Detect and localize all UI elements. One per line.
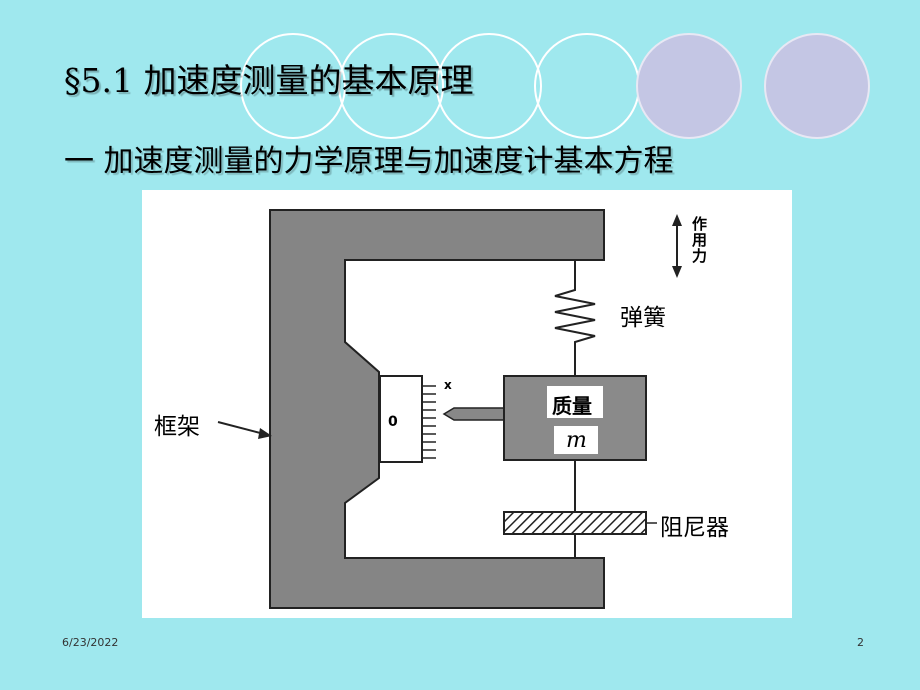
accelerometer-diagram: 作用力 弹簧 框架 阻尼器 质量 m x 0 [142,190,792,618]
slide-page-number: 2 [857,636,864,649]
slide-title: §5.1 加速度测量的基本原理 [64,61,474,100]
decorative-circle [636,33,742,139]
pointer [442,407,505,421]
force-label: 作用力 [690,216,708,264]
mass-label: 质量 [552,394,592,418]
frame-label: 框架 [154,414,200,440]
force-arrow [672,214,682,278]
damper-plate [503,511,647,535]
scale-housing [379,375,423,463]
slide-subtitle: 一 加速度测量的力学原理与加速度计基本方程 [64,144,674,179]
mass-label-box [547,386,603,418]
damper-label: 阻尼器 [660,515,729,541]
decorative-circle [764,33,870,139]
scale-ticks [422,385,436,459]
frame-body [269,209,605,609]
zero-mark-label: 0 [388,414,398,430]
spring-label: 弹簧 [620,305,666,331]
frame-label-arrow [217,421,272,439]
diagram-drawing [217,209,682,609]
mass-symbol-box [554,426,598,454]
spring [554,260,596,376]
mass-symbol: m [566,428,587,453]
decorative-circle [534,33,640,139]
slide-date: 6/23/2022 [62,636,119,649]
displacement-label: x [444,378,452,392]
